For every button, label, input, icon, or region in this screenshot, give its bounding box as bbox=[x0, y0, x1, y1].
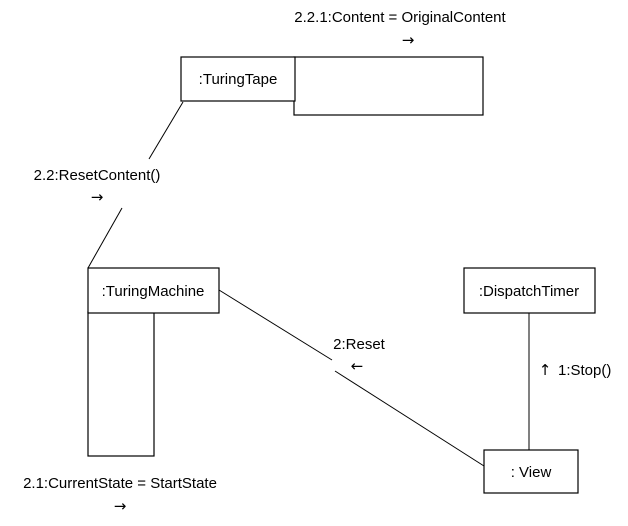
link-machine-tape-upper bbox=[148, 101, 184, 160]
dispatch-timer-label: :DispatchTimer bbox=[479, 283, 579, 300]
link-machine-view-upper bbox=[218, 289, 333, 361]
turing-machine-object[interactable]: :TuringMachine bbox=[87, 267, 220, 457]
message-stop: 1:Stop() bbox=[558, 362, 611, 379]
message-content-reset-arrow: → bbox=[402, 31, 415, 49]
message-current-state-arrow: → bbox=[114, 497, 127, 515]
message-reset-content-arrow: → bbox=[91, 188, 104, 206]
dispatch-timer-box bbox=[463, 267, 596, 314]
link-machine-tape-lower bbox=[87, 207, 123, 269]
turing-machine-name-box bbox=[87, 267, 220, 314]
message-current-state: 2.1:CurrentState = StartState bbox=[23, 475, 217, 492]
view-object[interactable]: : View bbox=[483, 449, 579, 494]
message-stop-arrow: ↑ bbox=[539, 361, 552, 379]
turing-machine-label: :TuringMachine bbox=[102, 283, 205, 300]
view-box bbox=[483, 449, 579, 494]
view-label: : View bbox=[511, 464, 552, 481]
dispatch-timer-object[interactable]: :DispatchTimer bbox=[463, 267, 596, 314]
turing-tape-object[interactable]: :TuringTape bbox=[180, 56, 484, 116]
turing-machine-state-box bbox=[87, 311, 155, 457]
message-reset: 2:Reset bbox=[333, 336, 386, 353]
turing-tape-name-box bbox=[180, 56, 296, 102]
link-machine-view-lower bbox=[334, 370, 485, 467]
message-content-reset: 2.2.1:Content = OriginalContent bbox=[294, 9, 506, 26]
turing-tape-label: :TuringTape bbox=[199, 71, 278, 88]
message-reset-content: 2.2:ResetContent() bbox=[34, 167, 161, 184]
turing-tape-state-box bbox=[293, 56, 484, 116]
message-reset-arrow: ← bbox=[351, 357, 364, 375]
